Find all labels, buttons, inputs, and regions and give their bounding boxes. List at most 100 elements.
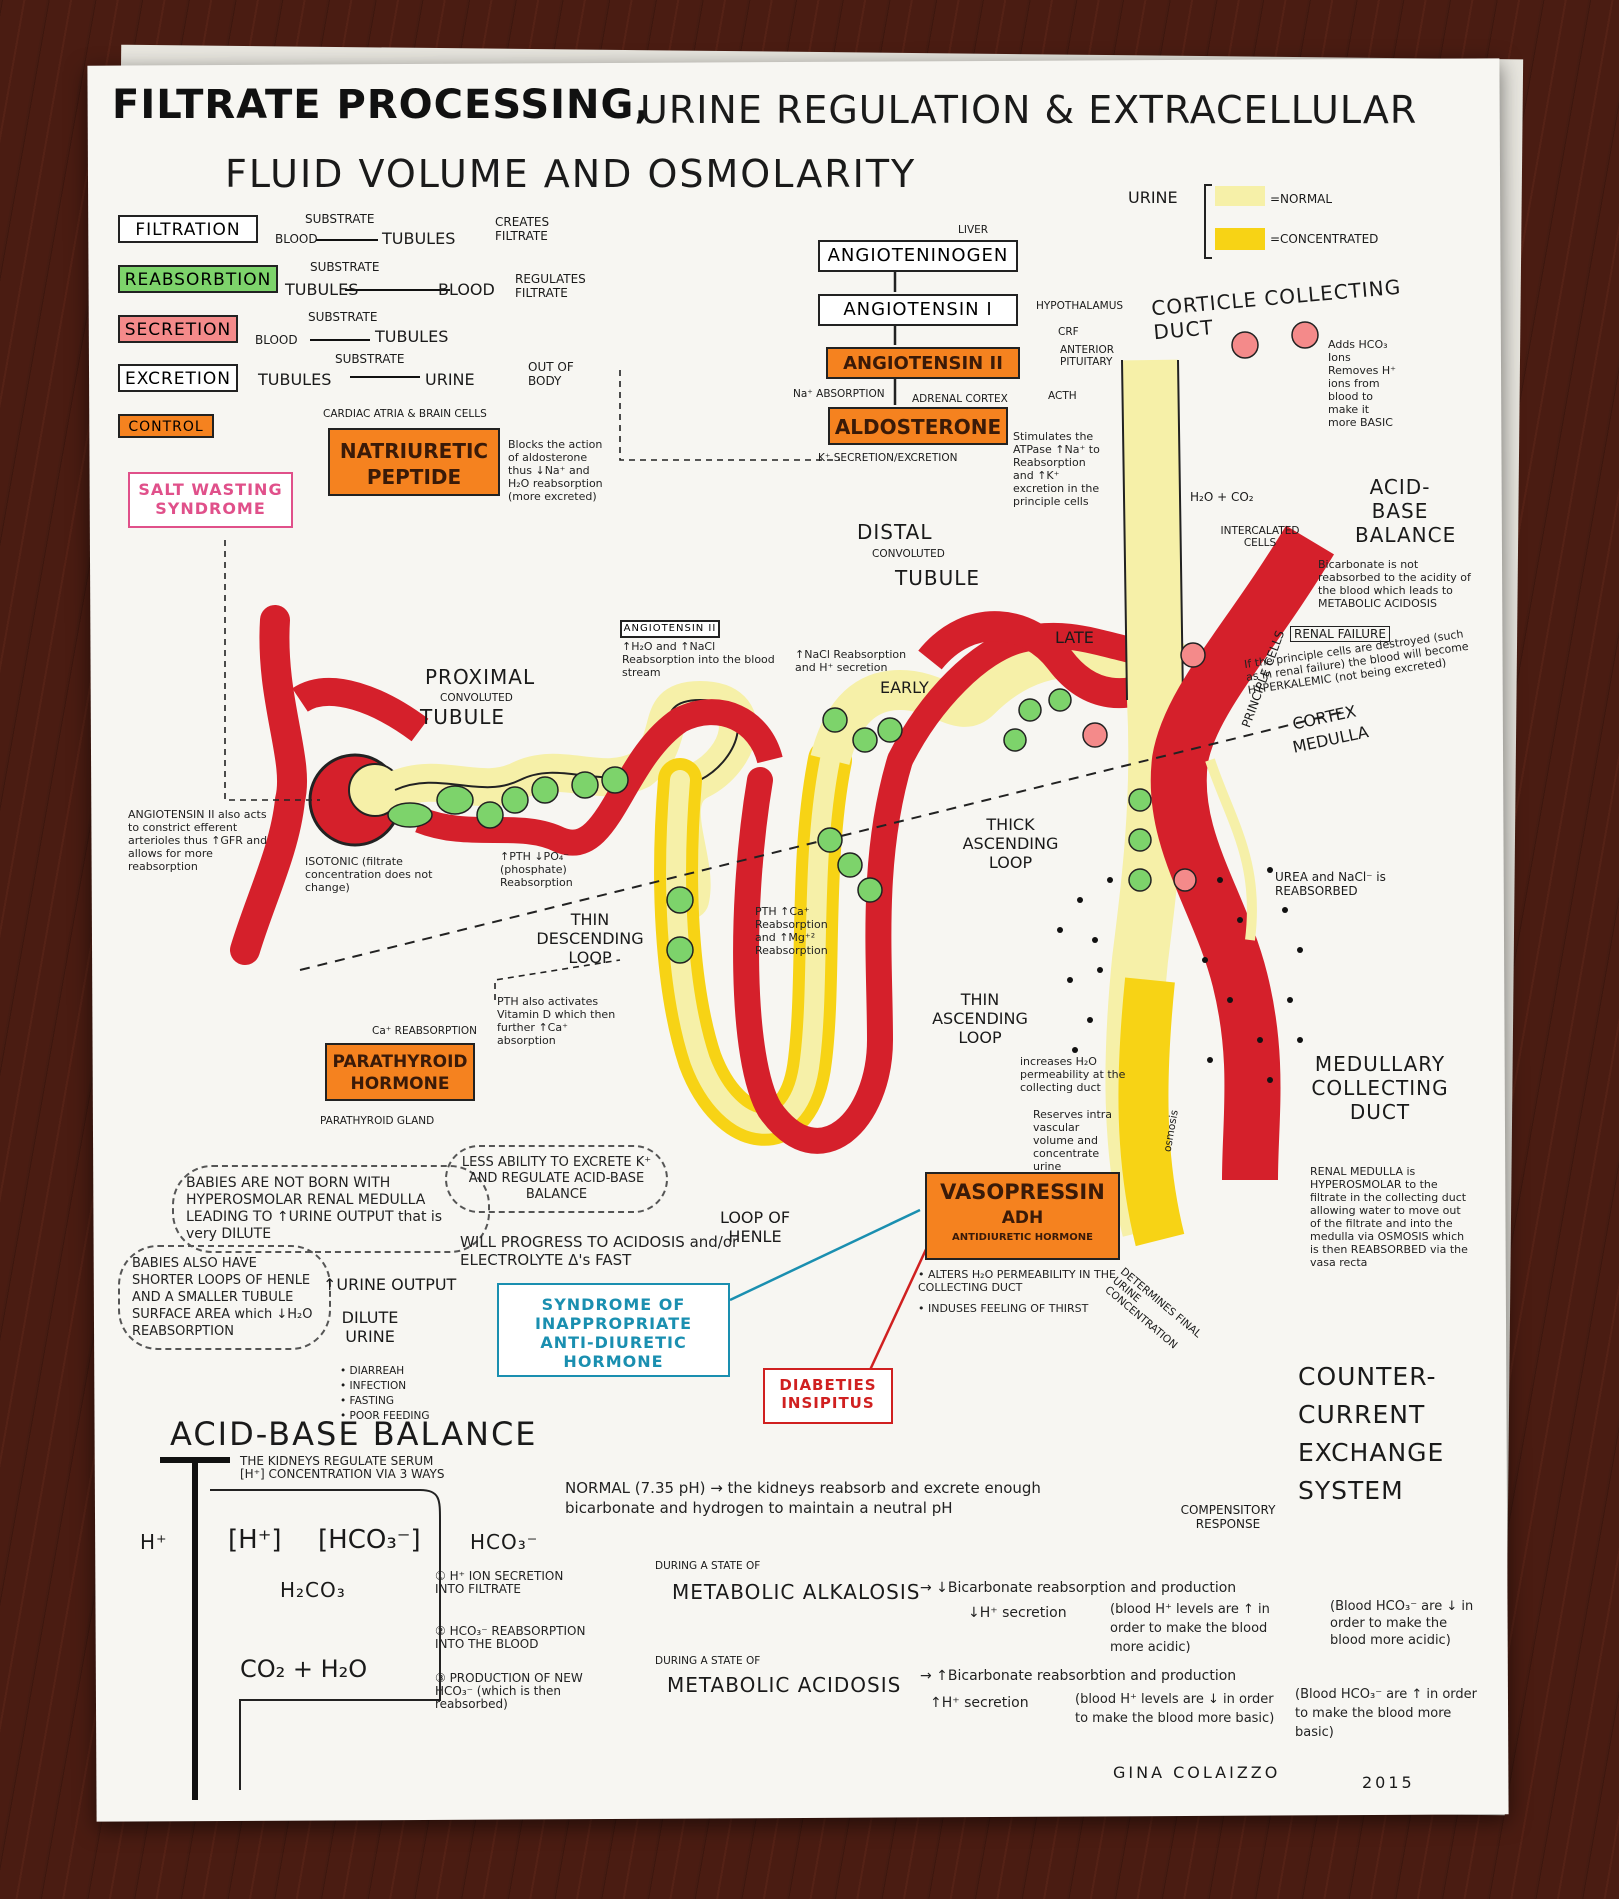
during-label-2: DURING A STATE OF bbox=[655, 1655, 761, 1667]
metabolic-acidosis-label: METABOLIC ACIDOSIS bbox=[667, 1673, 902, 1697]
legend-tubules-1: TUBULES bbox=[382, 229, 456, 248]
during-label-1: DURING A STATE OF bbox=[655, 1560, 761, 1572]
co2-h2o-label: CO₂ + H₂O bbox=[240, 1655, 368, 1683]
medullary-collecting-label: MEDULLARY COLLECTING DUCT bbox=[1311, 1052, 1449, 1124]
adh-sub-label: ANTIDIURETIC HORMONE bbox=[952, 1232, 1093, 1243]
title-line1-bold: FILTRATE PROCESSING, bbox=[112, 82, 651, 128]
legend-tubules-4: TUBULES bbox=[258, 370, 332, 389]
adrenal-cortex-label: ADRENAL CORTEX bbox=[912, 393, 1008, 405]
legend-regulates-filtrate: REGULATES FILTRATE bbox=[515, 272, 586, 300]
urine-legend-label: URINE bbox=[1128, 188, 1178, 207]
angiotensin-left-note: ANGIOTENSIN II also acts to constrict ef… bbox=[128, 808, 268, 873]
distal-label: DISTAL bbox=[857, 520, 933, 544]
h-bracket: [H⁺] bbox=[228, 1525, 282, 1555]
babies-note-3: BABIES ALSO HAVE SHORTER LOOPS OF HENLE … bbox=[118, 1245, 331, 1350]
anterior-pituitary-label: ANTERIOR PITUITARY bbox=[1060, 344, 1115, 368]
legend-blood-3: BLOOD bbox=[255, 333, 298, 347]
liver-label: LIVER bbox=[958, 224, 989, 236]
way-2: ② HCO₃⁻ REABSORPTION INTO THE BLOOD bbox=[435, 1624, 586, 1651]
proximal-tubule: TUBULE bbox=[420, 705, 505, 729]
urine-legend-normal: =NORMAL bbox=[1270, 192, 1333, 206]
vasopressin-box: VASOPRESSIN ADH ANTIDIURETIC HORMONE bbox=[925, 1172, 1120, 1260]
legend-tubules-2: TUBULES bbox=[285, 280, 359, 299]
legend-control-box: CONTROL bbox=[118, 414, 214, 438]
legend-creates-filtrate: CREATES FILTRATE bbox=[495, 215, 550, 243]
crf-label: CRF bbox=[1058, 326, 1079, 338]
alkalosis-comp-2: (Blood HCO₃⁻ are ↓ in order to make the … bbox=[1330, 1599, 1474, 1648]
proximal-label: PROXIMAL bbox=[425, 665, 536, 689]
hco3-right: HCO₃⁻ bbox=[470, 1530, 539, 1554]
cause-diarrhea: • DIARREAH bbox=[340, 1365, 405, 1377]
h2co3-label: H₂CO₃ bbox=[280, 1578, 346, 1602]
alkalosis-response-2: ↓H⁺ secretion bbox=[968, 1605, 1067, 1621]
aldosterone-note: Stimulates the ATPase ↑Na⁺ to Reabsorpti… bbox=[1013, 430, 1100, 508]
signature-year: 2015 bbox=[1362, 1773, 1415, 1792]
urine-legend-concentrated: =CONCENTRATED bbox=[1270, 232, 1379, 246]
cause-infection: • INFECTION bbox=[340, 1380, 407, 1392]
angiotensin-note: ↑H₂O and ↑NaCl Reabsorption into the blo… bbox=[622, 640, 775, 679]
natriuretic-note: Blocks the action of aldosterone thus ↓N… bbox=[508, 438, 603, 503]
angiotensin2-box: ANGIOTENSIN II bbox=[826, 347, 1020, 379]
legend-excretion-box: EXCRETION bbox=[118, 364, 238, 392]
diabetes-insipidus-box: DIABETIES INSIPITUS bbox=[763, 1368, 893, 1424]
vasopressin-thirst: • INDUSES FEELING OF THIRST bbox=[918, 1302, 1089, 1315]
way-3: ③ PRODUCTION OF NEW HCO₃⁻ (which is then… bbox=[435, 1671, 583, 1711]
angiotensinogen-box: ANGIOTENINOGEN bbox=[818, 240, 1018, 272]
legend-substrate-2: SUBSTRATE bbox=[310, 260, 380, 274]
babies-note-2: LESS ABILITY TO EXCRETE K⁺ AND REGULATE … bbox=[445, 1145, 668, 1213]
compensatory-label: COMPENSITORY RESPONSE bbox=[1180, 1503, 1276, 1531]
aldosterone-box: ALDOSTERONE bbox=[828, 407, 1008, 445]
alkalosis-response-1: → ↓Bicarbonate reabsorption and producti… bbox=[920, 1580, 1237, 1596]
thick-ascending-label: THICK ASCENDING LOOP bbox=[962, 815, 1059, 872]
parathyroid-hormone-box: PARATHYROID HORMONE bbox=[325, 1043, 475, 1101]
angiotensin-small-box: ANGIOTENSIN II bbox=[620, 620, 720, 638]
signature-name: GINA COLAIZZO bbox=[1113, 1763, 1281, 1782]
late-label: LATE bbox=[1055, 628, 1094, 647]
distal-tubule: TUBULE bbox=[895, 566, 980, 590]
early-label: EARLY bbox=[880, 678, 929, 697]
h2o-co2-label: H₂O + CO₂ bbox=[1190, 490, 1254, 504]
vasopressin-alters: • ALTERS H₂O PERMEABILITY IN THE COLLECT… bbox=[918, 1268, 1116, 1294]
angiotensin1-box: ANGIOTENSIN I bbox=[818, 294, 1018, 326]
thin-ascending-label: THIN ASCENDING LOOP bbox=[932, 990, 1028, 1047]
metabolic-alkalosis-label: METABOLIC ALKALOSIS bbox=[672, 1580, 921, 1604]
acidosis-comp-1: (blood H⁺ levels are ↓ in order to make … bbox=[1075, 1692, 1275, 1726]
natriuretic-source: CARDIAC ATRIA & BRAIN CELLS bbox=[323, 408, 487, 420]
k-secretion-label: K⁺ SECRETION/EXCRETION bbox=[818, 452, 958, 464]
natriuretic-peptide-box: NATRIURETIC PEPTIDE bbox=[328, 428, 500, 496]
counter-current-label: COUNTER-CURRENT EXCHANGE SYSTEM bbox=[1298, 1362, 1445, 1505]
legend-secretion-box: SECRETION bbox=[118, 315, 238, 343]
legend-urine: URINE bbox=[425, 370, 475, 389]
proximal-convoluted: CONVOLUTED bbox=[440, 692, 513, 704]
acidosis-response-2: ↑H⁺ secretion bbox=[930, 1695, 1029, 1711]
legend-substrate-4: SUBSTRATE bbox=[335, 352, 405, 366]
title-line1-rest: URINE REGULATION & EXTRACELLULAR bbox=[640, 88, 1418, 132]
acidosis-comp-2: (Blood HCO₃⁻ are ↑ in order to make the … bbox=[1295, 1687, 1478, 1740]
k-hco3-note: Adds HCO₃ Ions Removes H⁺ ions from bloo… bbox=[1328, 338, 1396, 429]
acidosis-response-1: → ↑Bicarbonate reabsorbtion and producti… bbox=[920, 1668, 1237, 1684]
bicarb-note: Bicarbonate is not reabsorbed to the aci… bbox=[1318, 558, 1471, 610]
babies-note-1: BABIES ARE NOT BORN WITH HYPEROSMOLAR RE… bbox=[172, 1165, 490, 1253]
distal-convoluted: CONVOLUTED bbox=[872, 548, 945, 560]
thin-descending-label: THIN DESCENDING LOOP bbox=[536, 910, 644, 967]
urea-nacl-label: UREA and NaCl⁻ is REABSORBED bbox=[1275, 870, 1386, 898]
title-line2: FLUID VOLUME AND OSMOLARITY bbox=[225, 152, 917, 196]
pth-po4-note: ↑PTH ↓PO₄⁻ (phosphate) Reabsorption bbox=[500, 850, 573, 889]
way-1: ① H⁺ ION SECRETION INTO FILTRATE bbox=[435, 1569, 564, 1596]
cause-fasting: • FASTING bbox=[340, 1395, 394, 1407]
loop-of-henle-label: LOOP OF HENLE bbox=[719, 1208, 791, 1246]
legend-reabsorption-box: REABSORBTION bbox=[118, 265, 278, 293]
dilute-urine-label: DILUTE URINE bbox=[341, 1308, 399, 1346]
progress-note: WILL PROGRESS TO ACIDOSIS and/or ELECTRO… bbox=[460, 1233, 739, 1269]
nacl-note: ↑NaCl Reabsorption and H⁺ secretion bbox=[795, 648, 907, 674]
renal-failure-label: RENAL FAILURE bbox=[1290, 626, 1390, 642]
siadh-box: SYNDROME OF INAPPROPRIATE ANTI-DIURETIC … bbox=[497, 1283, 730, 1377]
legend-out-of-body: OUT OF BODY bbox=[528, 360, 574, 388]
acth-label: ACTH bbox=[1048, 390, 1077, 402]
pth-vitd-note: PTH also activates Vitamin D which then … bbox=[497, 995, 616, 1047]
alkalosis-comp-1: (blood H⁺ levels are ↑ in order to make … bbox=[1110, 1602, 1270, 1655]
legend-substrate-3: SUBSTRATE bbox=[308, 310, 378, 324]
acid-base-title: ACID-BASE BALANCE bbox=[170, 1415, 538, 1453]
acid-base-subtitle: THE KIDNEYS REGULATE SERUM [H⁺] CONCENTR… bbox=[240, 1454, 445, 1481]
